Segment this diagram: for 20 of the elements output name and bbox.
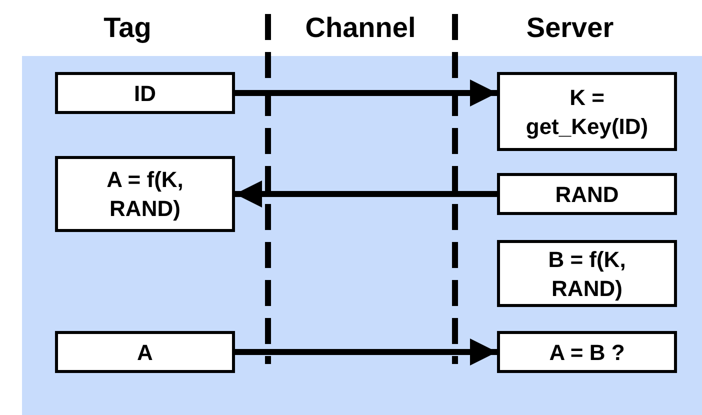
process-box [55, 72, 235, 114]
process-box [497, 331, 677, 373]
arrow [235, 180, 497, 208]
box-text: K = get_Key(ID) [524, 84, 650, 140]
arrow [235, 338, 497, 366]
box-text: A = f(K, RAND) [106, 166, 184, 223]
process-box [55, 156, 235, 232]
arrow [235, 80, 497, 106]
process-box [55, 331, 235, 373]
column-heading: Channel [304, 11, 417, 45]
box-text: B = f(K, RAND) [547, 246, 627, 302]
box-text: RAND [555, 180, 619, 208]
process-box [497, 240, 677, 307]
process-box [497, 72, 677, 151]
column-heading: Server [525, 11, 615, 45]
box-text: A [137, 338, 153, 366]
column-heading: Tag [102, 11, 152, 45]
process-box [497, 173, 677, 215]
box-text: A = B ? [549, 338, 625, 366]
box-text: ID [134, 80, 156, 108]
